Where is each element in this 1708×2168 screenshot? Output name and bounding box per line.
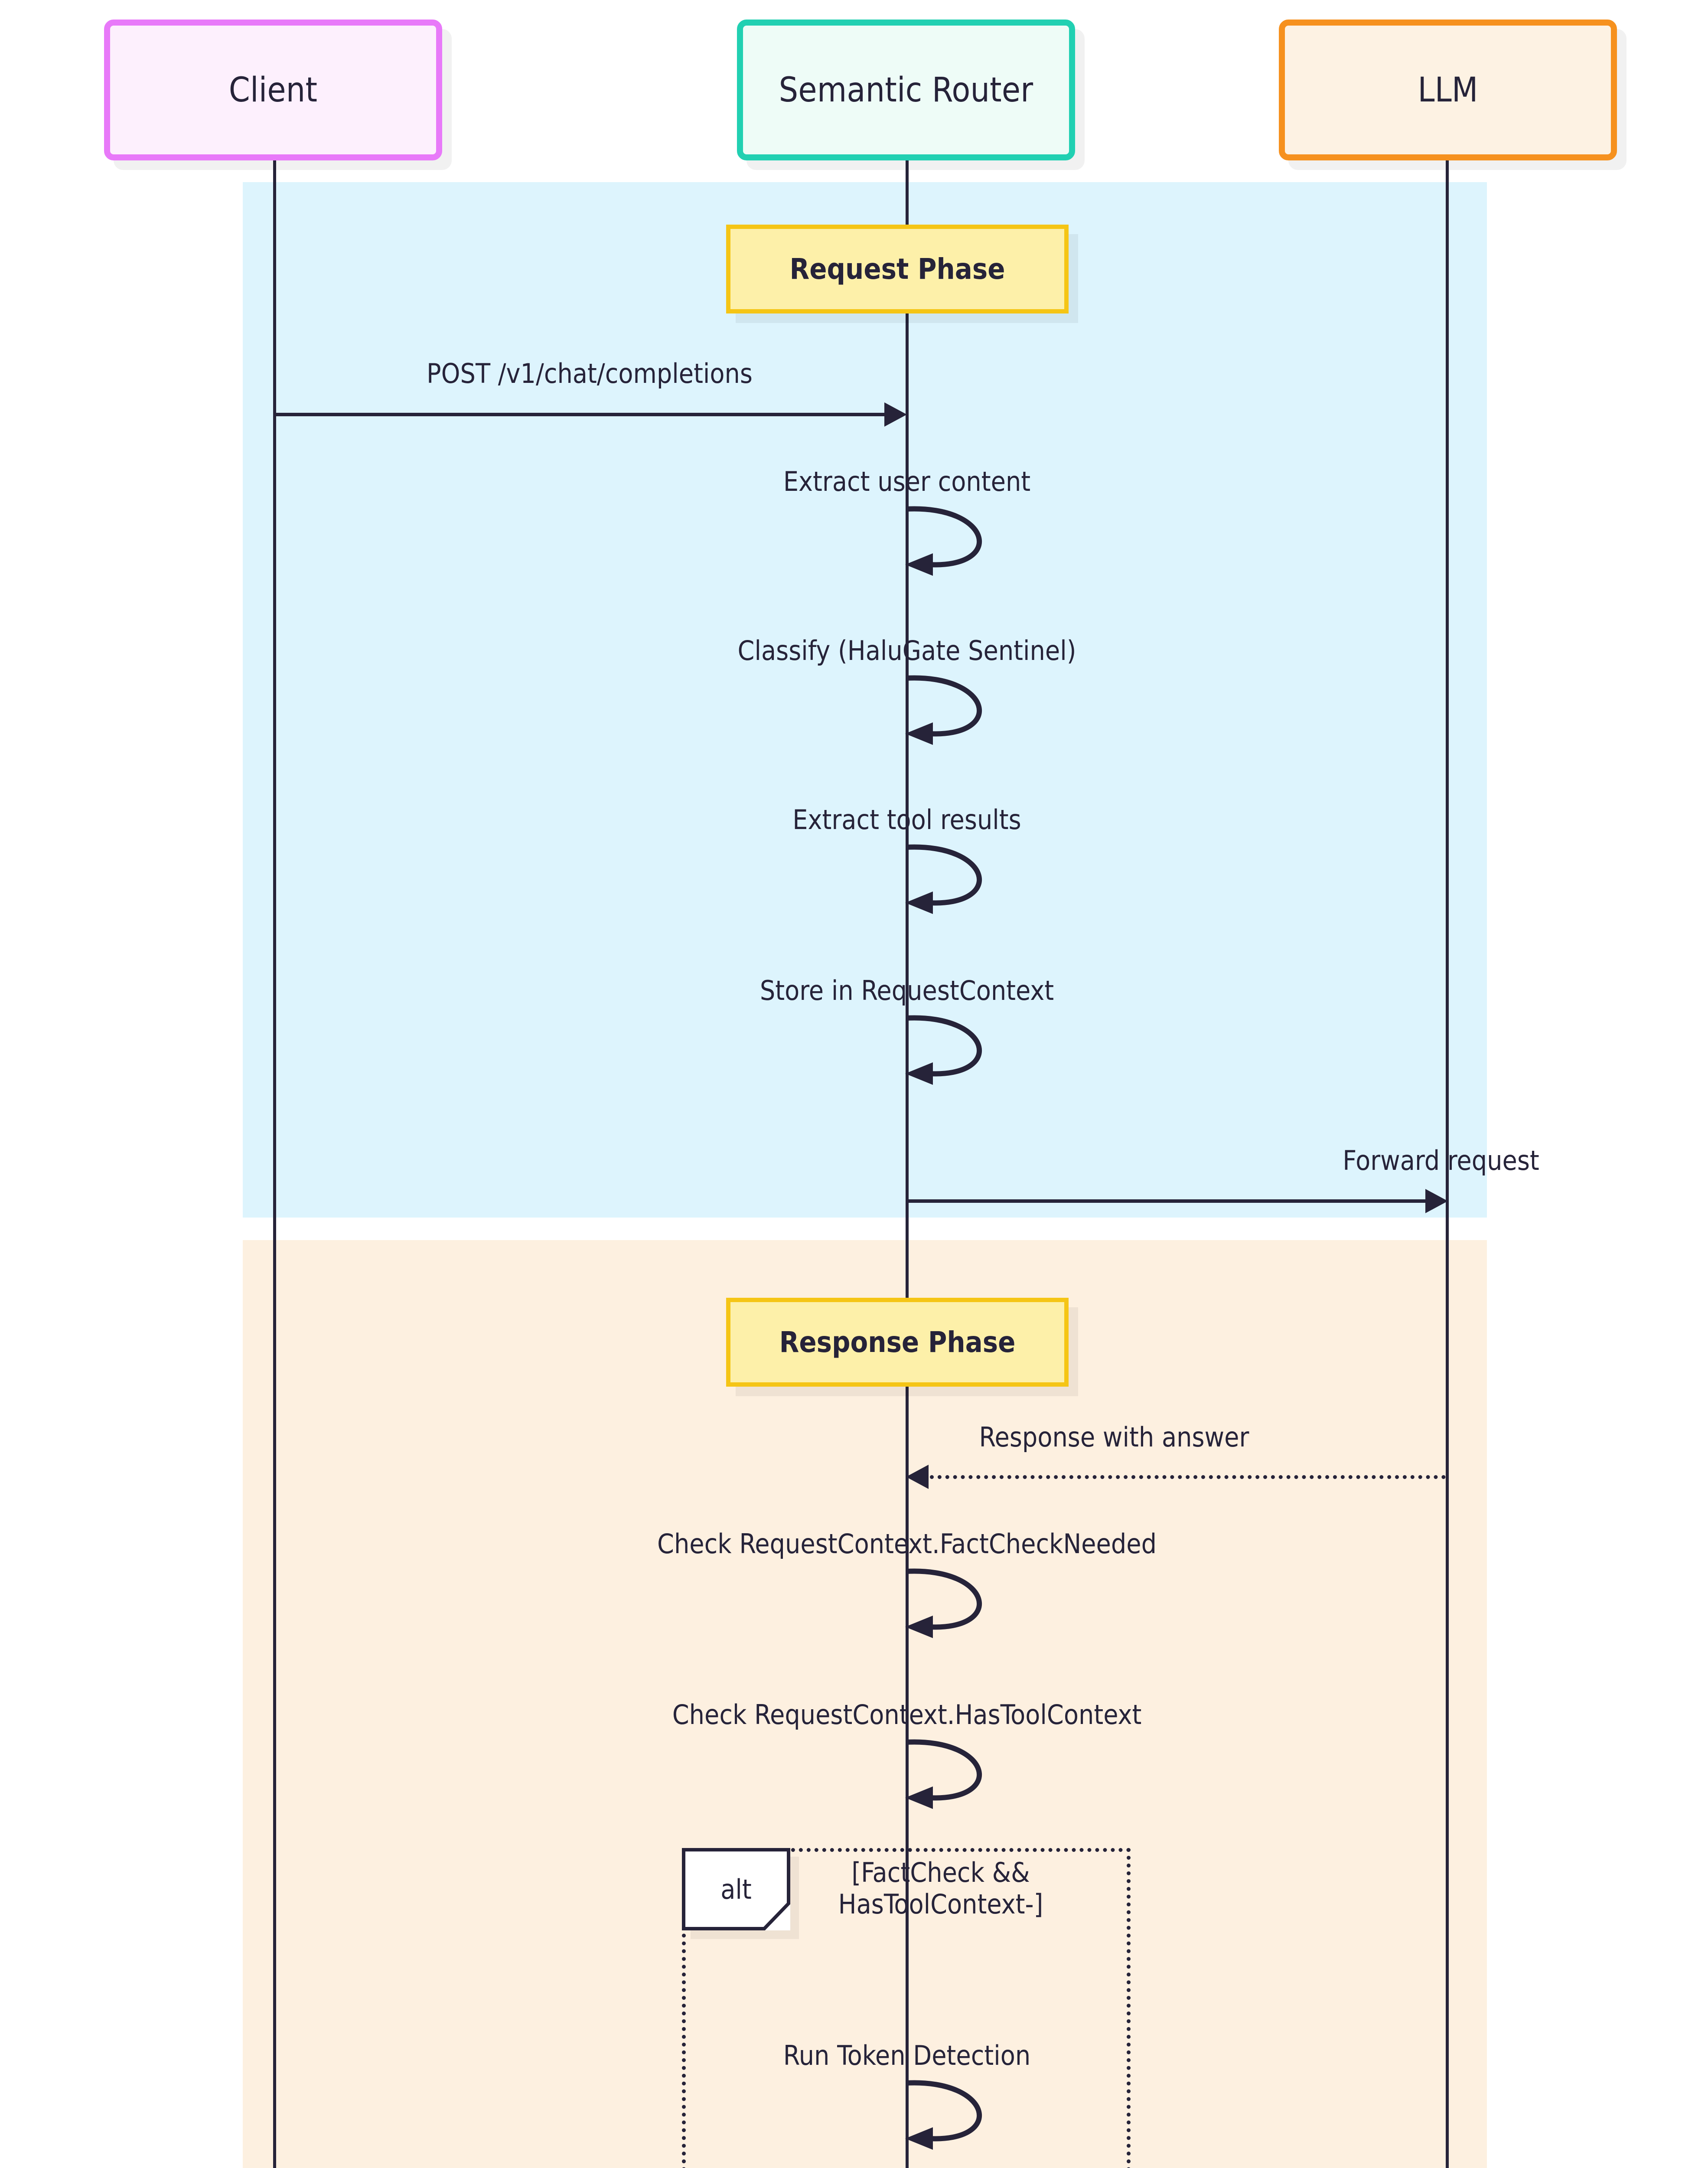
phase-note-request-label: Request Phase <box>789 252 1005 286</box>
message-label-m9: Check RequestContext.HasToolContext <box>672 1699 1142 1730</box>
self-loop-m10 <box>902 2078 1014 2150</box>
actor-label-router-top: Semantic Router <box>779 70 1033 110</box>
actor-box-router-top[interactable]: Semantic Router <box>737 20 1075 160</box>
self-loop-m3 <box>902 673 1014 745</box>
message-label-m6: Forward request <box>1343 1145 1539 1176</box>
self-loop-m5 <box>902 1013 1014 1085</box>
arrowhead-m7 <box>906 1465 929 1489</box>
message-label-m2: Extract user content <box>783 466 1031 497</box>
self-loop-m9 <box>902 1737 1014 1809</box>
message-label-m10: Run Token Detection <box>783 2040 1031 2071</box>
phase-note-request: Request Phase <box>726 225 1069 313</box>
actor-box-llm-top[interactable]: LLM <box>1279 20 1617 160</box>
actor-label-llm-top: LLM <box>1418 70 1478 110</box>
lifeline-client <box>273 160 276 2168</box>
arrowhead-m6 <box>1425 1189 1448 1213</box>
message-label-m1: POST /v1/chat/completions <box>427 358 753 389</box>
self-loop-m4 <box>902 842 1014 914</box>
arrowhead-m1 <box>884 402 907 427</box>
self-loop-m2 <box>902 504 1014 576</box>
alt-branch-condition-1: [FactCheck && HasToolContext-] <box>838 1857 1043 1920</box>
message-line-m7 <box>930 1475 1446 1479</box>
alt-fragment-tag: alt <box>682 1848 790 1930</box>
lifeline-llm <box>1446 160 1449 2168</box>
message-label-m5: Store in RequestContext <box>759 975 1054 1006</box>
alt-fragment <box>682 1848 1131 2168</box>
phase-note-response: Response Phase <box>726 1298 1069 1387</box>
actor-label-client-top: Client <box>228 70 318 110</box>
response-phase-region <box>243 1240 1487 2168</box>
request-phase-region <box>243 182 1487 1218</box>
self-loop-m8 <box>902 1566 1014 1638</box>
alt-fragment-tag-label: alt <box>720 1873 752 1905</box>
message-label-m8: Check RequestContext.FactCheckNeeded <box>657 1528 1157 1560</box>
message-line-m1 <box>274 413 886 416</box>
message-label-m3: Classify (HaluGate Sentinel) <box>737 635 1076 666</box>
message-label-m4: Extract tool results <box>792 804 1021 836</box>
message-label-m7: Response with answer <box>979 1421 1249 1453</box>
phase-note-response-label: Response Phase <box>779 1326 1016 1359</box>
actor-box-client-top[interactable]: Client <box>104 20 442 160</box>
message-line-m6 <box>907 1199 1426 1203</box>
lifeline-router <box>906 160 909 2168</box>
